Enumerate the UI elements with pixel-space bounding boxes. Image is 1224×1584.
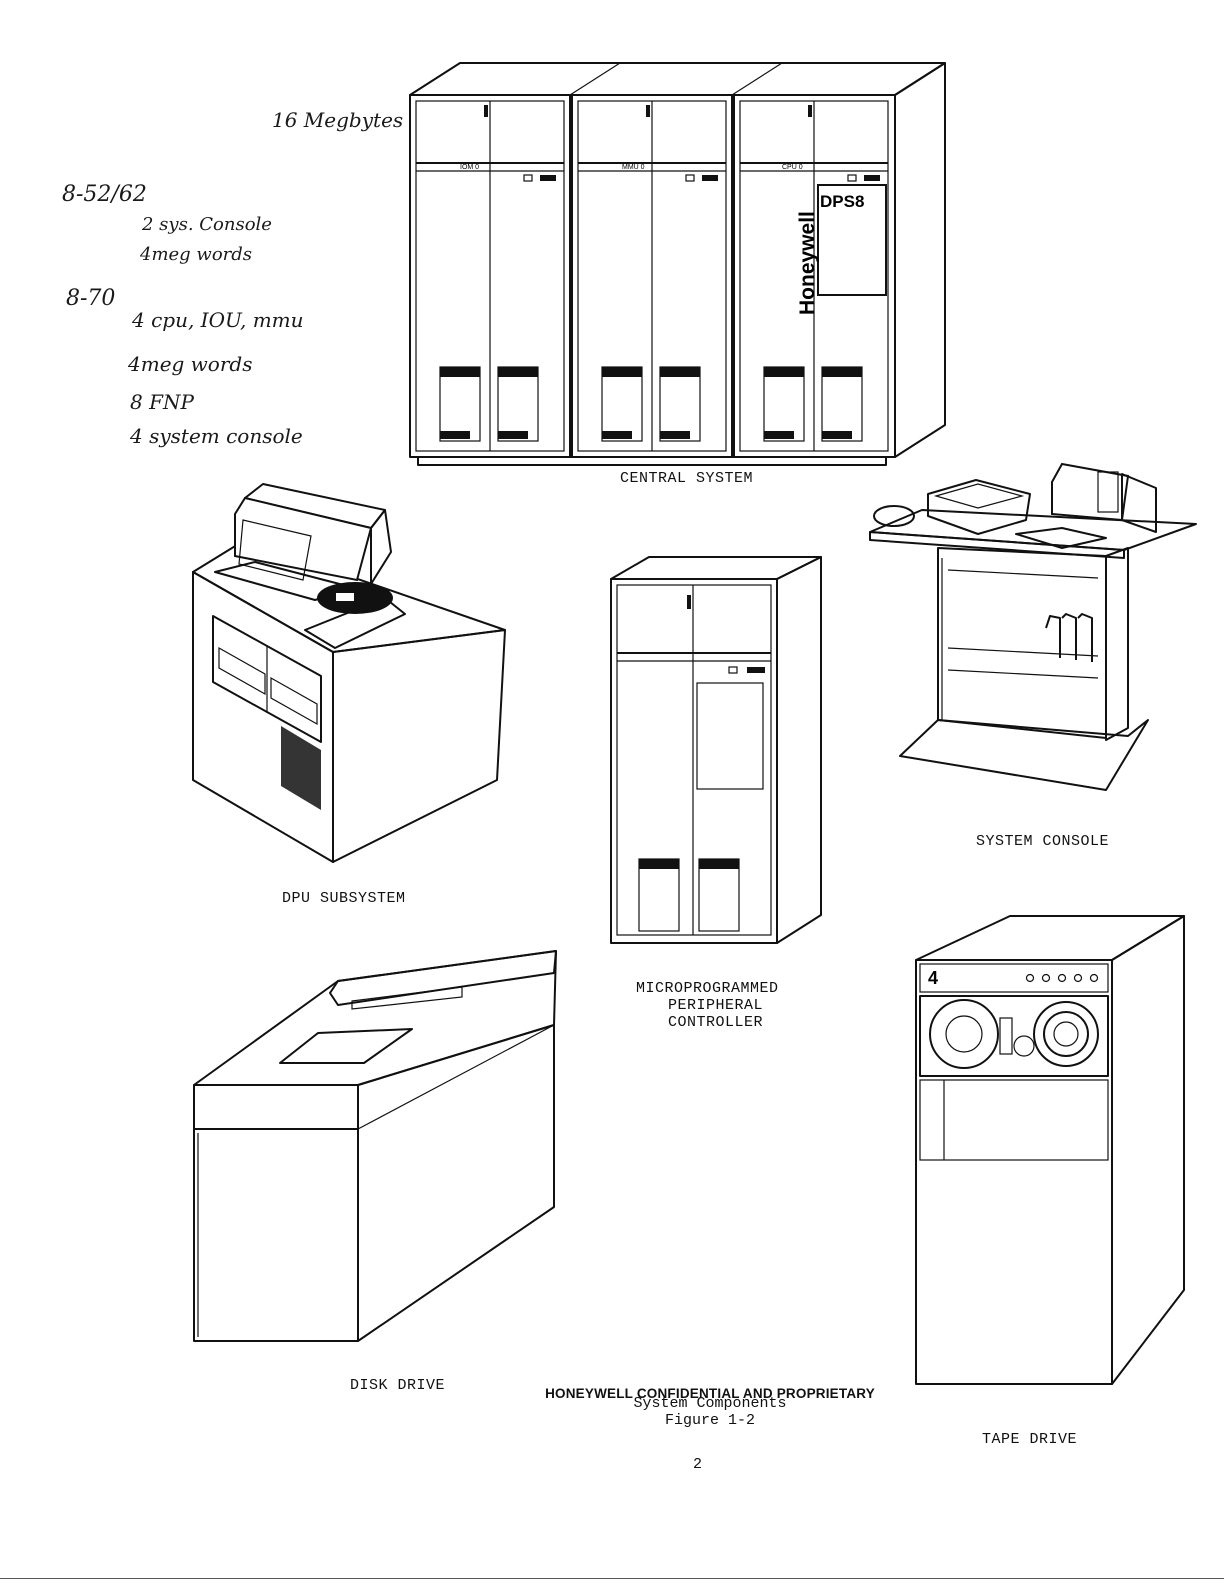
dpu-subsystem-caption: DPU SUBSYSTEM bbox=[282, 890, 406, 907]
bottom-rule bbox=[0, 1578, 1224, 1579]
iom-label: IOM 0 bbox=[460, 164, 479, 171]
note-4meg-words-2: 4meg words bbox=[128, 352, 253, 376]
figure-title: System Components bbox=[633, 1395, 787, 1412]
mpc-illustration bbox=[610, 556, 822, 944]
figure-number: Figure 1-2 bbox=[664, 1412, 755, 1429]
note-8-70: 8-70 bbox=[66, 286, 116, 311]
disk-drive-caption: DISK DRIVE bbox=[350, 1377, 446, 1394]
central-system-illustration: IOM 0 MMU 0 CPU 0 DPS8 Honeywell bbox=[409, 62, 946, 466]
system-console-caption: SYSTEM CONSOLE bbox=[976, 833, 1110, 850]
note-4meg-words-1: 4meg words bbox=[140, 244, 253, 265]
confidential-notice: HONEYWELL CONFIDENTIAL AND PROPRIETARY bbox=[545, 1386, 875, 1401]
note-8-52-62: 8-52/62 bbox=[62, 182, 147, 207]
note-2-sys-console: 2 sys. Console bbox=[142, 214, 272, 235]
disk-drive-illustration bbox=[193, 950, 557, 1342]
page-number: 2 bbox=[693, 1456, 703, 1473]
honeywell-logo: Honeywell bbox=[796, 211, 819, 315]
tape-drive-caption: TAPE DRIVE bbox=[982, 1431, 1078, 1448]
note-4-system-console: 4 system console bbox=[130, 424, 303, 448]
cpu-label: CPU 0 bbox=[782, 164, 803, 171]
note-8-fnp: 8 FNP bbox=[130, 390, 194, 414]
note-4-cpu-iou-mmu: 4 cpu, IOU, mmu bbox=[132, 308, 304, 332]
mmu-label: MMU 0 bbox=[622, 164, 645, 171]
dps8-label: DPS8 bbox=[820, 192, 864, 211]
svg-text:4: 4 bbox=[928, 968, 938, 988]
mpc-caption-line3: CONTROLLER bbox=[668, 1014, 764, 1031]
mpc-caption-line1: MICROPROGRAMMED bbox=[636, 980, 779, 997]
central-system-caption: CENTRAL SYSTEM bbox=[620, 470, 754, 487]
dpu-subsystem-illustration bbox=[192, 483, 506, 863]
tape-drive-illustration: 4 bbox=[915, 915, 1185, 1385]
system-console-illustration bbox=[869, 462, 1197, 791]
note-16-megbytes: 16 Megbytes bbox=[272, 108, 404, 132]
mpc-caption-line2: PERIPHERAL bbox=[668, 997, 764, 1014]
